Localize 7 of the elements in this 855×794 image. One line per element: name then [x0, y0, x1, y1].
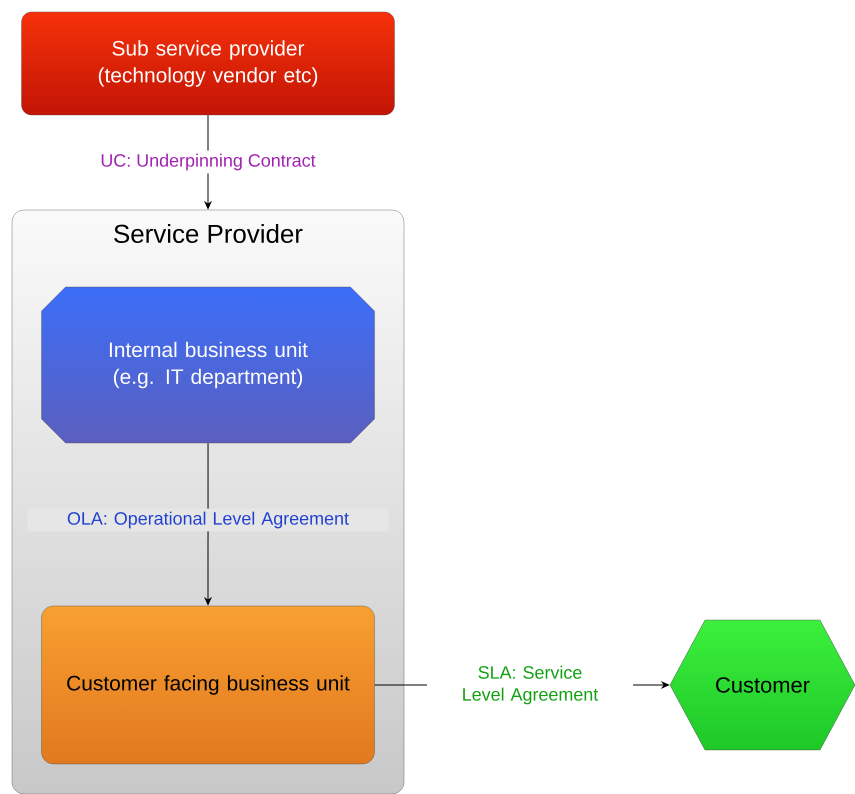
unit-box: Internal business unit (e.g. IT department): [41, 286, 375, 444]
unit-box: Customer facing business unit: [41, 606, 375, 764]
provider-box: Sub service provider (technology vendor etc): [21, 12, 395, 116]
edge-label: OLA: Operational Level Agreement: [28, 508, 388, 532]
edge-label: SLA: Service Level Agreement: [427, 662, 633, 708]
customer-hexagon: Customer: [670, 620, 855, 750]
edge-label: UC: Underpinning Contract: [97, 150, 319, 174]
